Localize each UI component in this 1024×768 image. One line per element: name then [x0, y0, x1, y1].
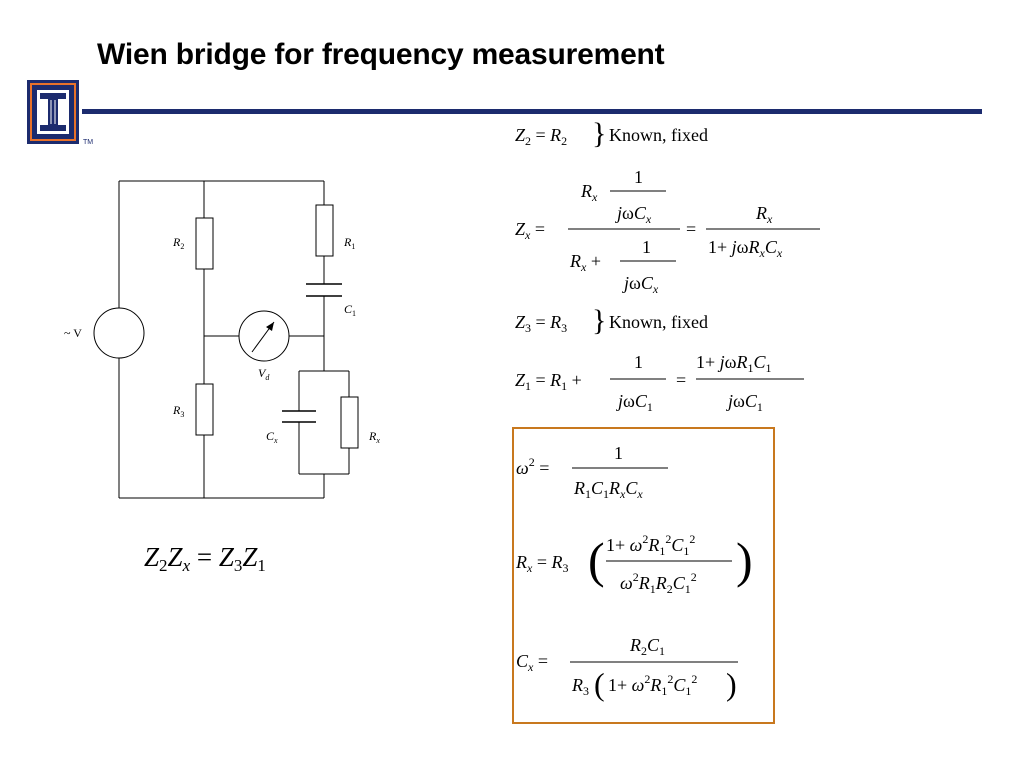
svg-text:1: 1: [634, 352, 643, 372]
svg-text:Rx: Rx: [755, 203, 773, 226]
resistor-rx: [340, 396, 359, 449]
label-r3: R: [172, 403, 181, 417]
svg-text:}: }: [592, 117, 606, 150]
svg-text:R3: R3: [571, 675, 589, 698]
detector-needle-icon: [266, 322, 274, 331]
label-rx: R: [368, 429, 377, 443]
label-vd: V: [258, 366, 267, 380]
svg-text:Rx = R3: Rx = R3: [515, 552, 568, 575]
resistor-r3: [195, 383, 214, 436]
svg-text:Cx =: Cx =: [516, 651, 548, 674]
trademark-label: TM: [83, 139, 94, 146]
svg-text:=: =: [676, 370, 686, 390]
svg-text:Vd: Vd: [258, 366, 270, 382]
svg-text:1: 1: [634, 167, 643, 187]
source-label: ~ V: [64, 326, 82, 340]
svg-text:(: (: [588, 532, 605, 588]
ac-source-icon: [93, 307, 145, 359]
svg-text:1+ ω2R12C12: 1+ ω2R12C12: [606, 532, 695, 558]
svg-text:1+ jωRxCx: 1+ jωRxCx: [708, 237, 783, 260]
svg-text:Z3 = R3: Z3 = R3: [515, 312, 567, 335]
wien-bridge-circuit: ~ V R2 R3 R1 C1 Vd Cx Rx Z2Zx = Z3Z1: [64, 180, 380, 575]
svg-text:R1: R1: [343, 235, 355, 251]
svg-text:): ): [726, 666, 737, 702]
svg-text:}: }: [592, 304, 606, 337]
svg-text:Cx: Cx: [266, 429, 278, 445]
svg-text:jωC1: jωC1: [726, 391, 763, 414]
svg-text:jωC1: jωC1: [616, 391, 653, 414]
university-logo-icon: [27, 80, 79, 144]
label-cx: C: [266, 429, 275, 443]
impedance-equations: Z2 = R2 } Known, fixed Zx = Rx 1 jωCx Rx…: [515, 117, 820, 414]
svg-text:Rx +: Rx +: [569, 251, 601, 274]
svg-text:1+ ω2R12C12: 1+ ω2R12C12: [608, 672, 697, 698]
z3-known-fixed: Known, fixed: [609, 312, 708, 332]
svg-text:1+ jωR1C1: 1+ jωR1C1: [696, 352, 772, 375]
slide-title: Wien bridge for frequency measurement: [97, 38, 665, 71]
label-c1: C: [344, 302, 353, 316]
svg-text:(: (: [594, 666, 605, 702]
svg-text:C1: C1: [344, 302, 356, 318]
svg-text:1: 1: [642, 237, 651, 257]
svg-text:R2: R2: [172, 235, 184, 251]
label-r1: R: [343, 235, 352, 249]
svg-text:Zx =: Zx =: [515, 219, 545, 242]
svg-text:1: 1: [614, 443, 623, 463]
svg-text:jωCx: jωCx: [615, 203, 652, 226]
svg-text:Z1 = R1 +: Z1 = R1 +: [515, 370, 582, 393]
svg-text:ω2R1R2C12: ω2R1R2C12: [620, 570, 697, 596]
svg-text:=: =: [686, 219, 696, 239]
result-equations: ω2 = 1 R1C1RxCx Rx = R3 ( 1+ ω2R12C12 ω2…: [515, 443, 753, 702]
resistor-r1: [315, 204, 334, 257]
svg-text:Rx: Rx: [368, 429, 380, 445]
svg-text:jωCx: jωCx: [622, 273, 659, 296]
svg-text:R1C1RxCx: R1C1RxCx: [573, 478, 643, 501]
label-r2: R: [172, 235, 181, 249]
svg-text:Rx: Rx: [580, 181, 598, 204]
z2-known-fixed: Known, fixed: [609, 125, 708, 145]
svg-text:R3: R3: [172, 403, 184, 419]
svg-text:R2C1: R2C1: [629, 635, 665, 658]
svg-text:ω2 =: ω2 =: [516, 455, 549, 478]
svg-text:Z2 = R2: Z2 = R2: [515, 125, 567, 148]
svg-text:): ): [736, 532, 753, 588]
header-bar: [82, 109, 982, 114]
result-frame: [512, 427, 775, 724]
resistor-r2: [195, 217, 214, 270]
balance-equation: Z2Zx = Z3Z1: [144, 542, 266, 575]
